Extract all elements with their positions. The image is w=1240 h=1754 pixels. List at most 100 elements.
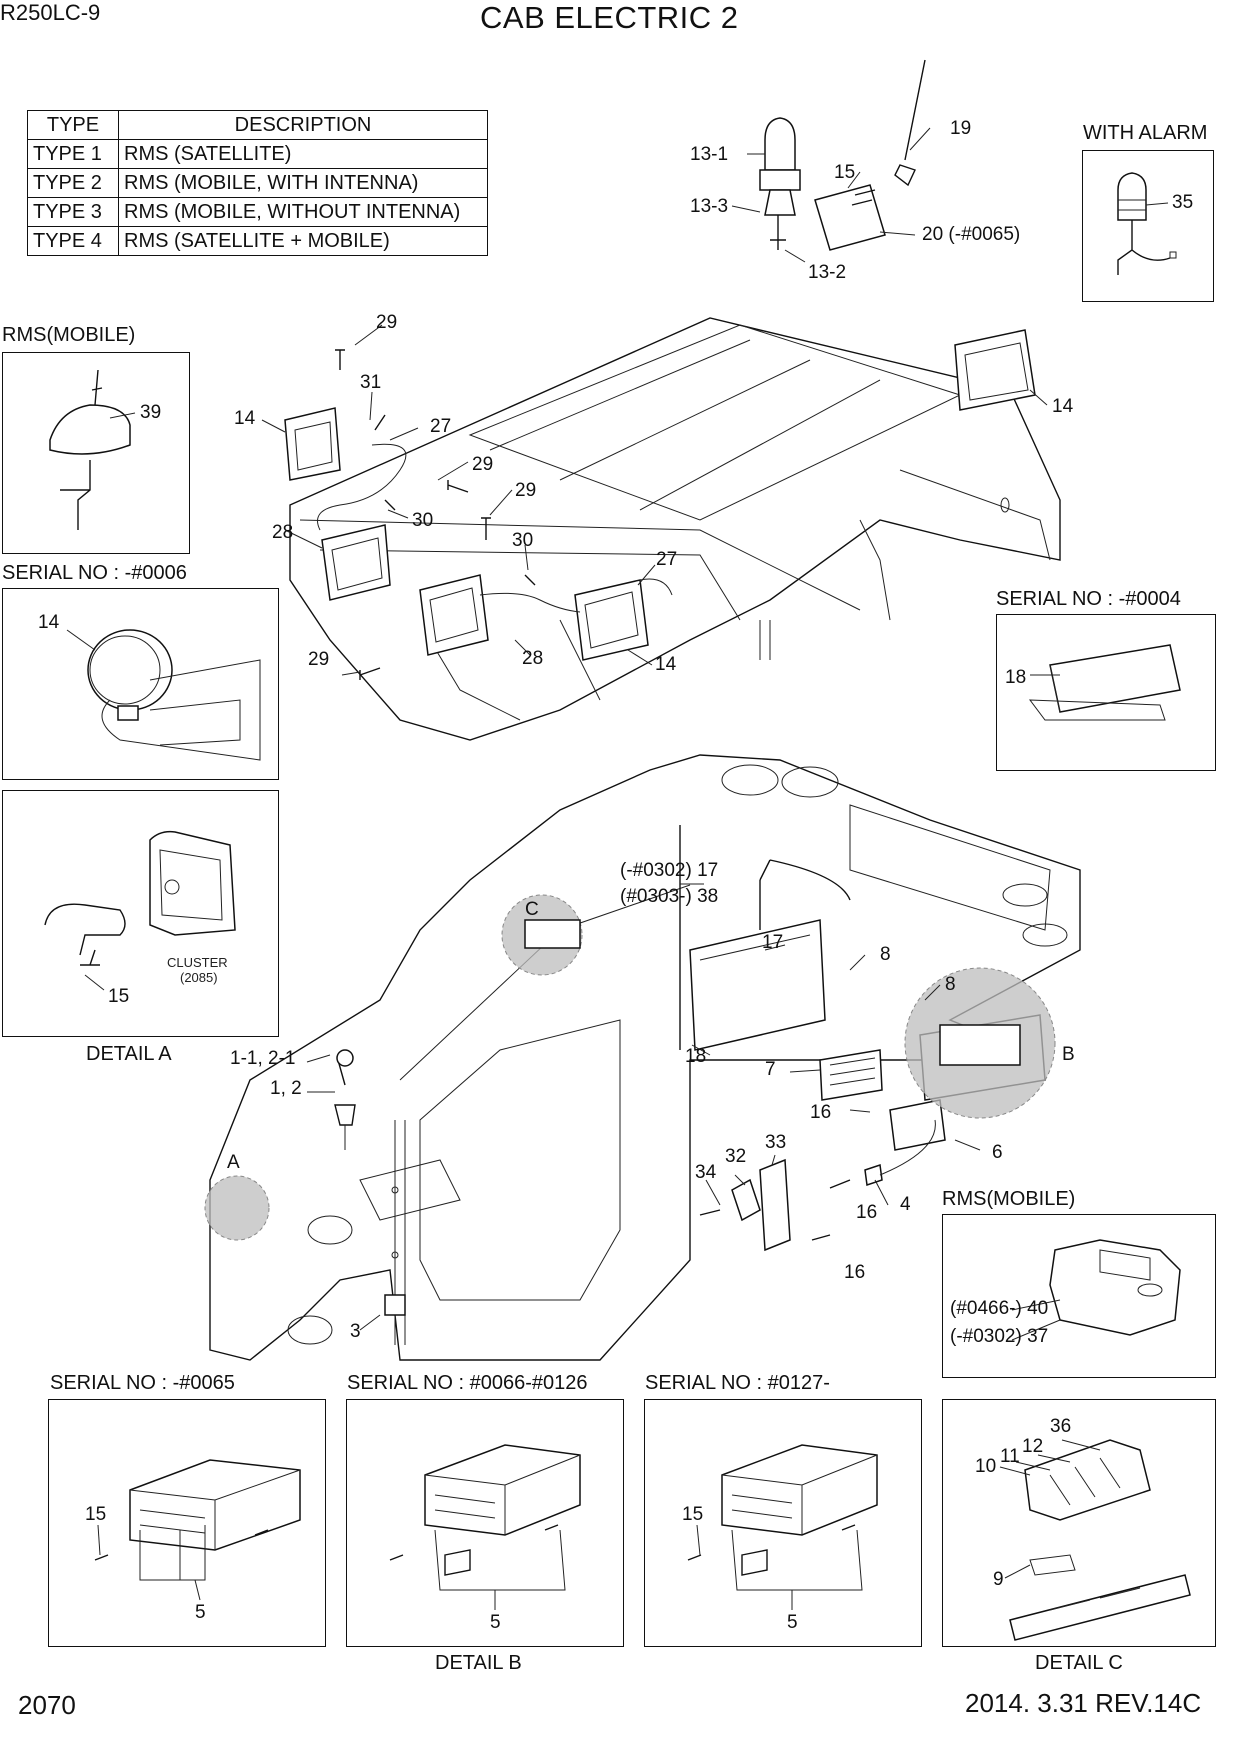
callout-35: 35 <box>1172 192 1193 213</box>
callout-20: 20 (-#0065) <box>922 224 1020 245</box>
type-column-header: TYPE <box>27 110 119 140</box>
serial-0065-caption: SERIAL NO : -#0065 <box>50 1372 235 1394</box>
with-alarm-inset <box>1082 150 1214 302</box>
radio-drawing-3 <box>687 1444 878 1576</box>
callout-30-left: 30 <box>412 510 433 531</box>
controller-drawing <box>1028 644 1181 721</box>
description-cell: RMS (MOBILE, WITHOUT INTENNA) <box>118 197 488 227</box>
callout-13-1: 13-1 <box>690 144 728 165</box>
work-lamps <box>284 329 1036 661</box>
type-cell: TYPE 1 <box>27 139 119 169</box>
cab-roof-drawing <box>289 317 1061 741</box>
description-cell: RMS (MOBILE, WITH INTENNA) <box>118 168 488 198</box>
callout-5-radio-1: 5 <box>195 1602 206 1623</box>
callout-1-2: 1, 2 <box>270 1078 302 1099</box>
rms-mobile-antenna-caption: RMS(MOBILE) <box>2 324 136 346</box>
callout-14-front: 14 <box>655 654 677 675</box>
callout-8-b: 8 <box>945 974 956 995</box>
callout-27-right: 27 <box>656 549 677 570</box>
detail-c-marker: C <box>525 899 539 920</box>
callout-leaders <box>66 127 1169 1610</box>
callout-33: 33 <box>765 1132 786 1153</box>
callout-34: 34 <box>695 1162 717 1183</box>
switch-detail-drawing <box>1009 1439 1191 1641</box>
callout-38-serial: (#0303-) 38 <box>620 886 718 907</box>
callout-4: 4 <box>900 1194 911 1215</box>
callout-16-b: 16 <box>856 1202 877 1223</box>
callout-3: 3 <box>350 1321 361 1342</box>
callout-9: 9 <box>993 1569 1004 1590</box>
serial-0004-caption: SERIAL NO : -#0004 <box>996 588 1181 610</box>
callout-28-left: 28 <box>272 522 293 543</box>
callout-6: 6 <box>992 1142 1003 1163</box>
serial-0006-caption: SERIAL NO : -#0006 <box>2 562 187 584</box>
beacon-assembly <box>759 59 926 251</box>
callout-19: 19 <box>950 118 971 139</box>
round-lamp-drawing <box>87 629 261 761</box>
callout-17: 17 <box>762 932 783 953</box>
mobile-antenna-drawing <box>49 369 131 530</box>
callout-8-a: 8 <box>880 944 891 965</box>
callout-11: 11 <box>1000 1446 1020 1467</box>
radio-unit <box>939 1024 1021 1066</box>
callout-32: 32 <box>725 1146 746 1167</box>
detail-c-caption: DETAIL C <box>1035 1652 1123 1674</box>
type-cell: TYPE 4 <box>27 226 119 256</box>
callout-27-left: 27 <box>430 416 451 437</box>
callout-16-c: 16 <box>844 1262 865 1283</box>
switch-panel <box>524 919 581 949</box>
callout-37: (-#0302) 37 <box>950 1326 1048 1347</box>
detail-a-marker: A <box>227 1152 240 1173</box>
callout-39: 39 <box>140 402 161 423</box>
callout-12: 12 <box>1022 1436 1043 1457</box>
callout-15-radio-3: 15 <box>682 1504 703 1525</box>
callout-29-mid: 29 <box>472 454 493 475</box>
detail-b-caption: DETAIL B <box>435 1652 522 1674</box>
model-name: R250LC-9 <box>0 0 101 25</box>
callout-16-a: 16 <box>810 1102 831 1123</box>
callout-5-radio-2: 5 <box>490 1612 501 1633</box>
callout-29-bottom: 29 <box>308 649 329 670</box>
callout-17-serial: (-#0302) 17 <box>620 860 718 881</box>
detail-a-highlight <box>204 1175 270 1241</box>
callout-14-right: 14 <box>1052 396 1074 417</box>
callout-10: 10 <box>975 1456 996 1477</box>
callout-14-round: 14 <box>38 612 60 633</box>
callout-31: 31 <box>360 372 381 393</box>
with-alarm-caption: WITH ALARM <box>1083 122 1208 144</box>
roof-bolts <box>335 349 536 680</box>
callout-40: (#0466-) 40 <box>950 1298 1048 1319</box>
callout-28-mid: 28 <box>522 648 543 669</box>
callout-15-radio-1: 15 <box>85 1504 106 1525</box>
callout-15-detail-a: 15 <box>108 986 129 1007</box>
callout-14-left: 14 <box>234 408 256 429</box>
callout-30-mid: 30 <box>512 530 533 551</box>
alarm-beacon-drawing <box>1117 172 1177 275</box>
description-cell: RMS (SATELLITE) <box>118 139 488 169</box>
cluster-drawing <box>44 830 236 966</box>
type-cell: TYPE 3 <box>27 197 119 227</box>
detail-a-caption: DETAIL A <box>86 1043 172 1065</box>
description-cell: RMS (SATELLITE + MOBILE) <box>118 226 488 256</box>
radio-drawing-2 <box>389 1444 581 1576</box>
page-number: 2070 <box>18 1690 76 1720</box>
serial-0127-caption: SERIAL NO : #0127- <box>645 1372 830 1394</box>
cluster-label: CLUSTER <box>167 955 228 970</box>
rms-mobile-unit-caption: RMS(MOBILE) <box>942 1188 1076 1210</box>
callout-29-right: 29 <box>515 480 536 501</box>
revision-date: 2014. 3.31 REV.14C <box>965 1688 1202 1718</box>
callout-29-top: 29 <box>376 312 397 333</box>
detail-b-marker: B <box>1062 1044 1075 1065</box>
callout-18-inset: 18 <box>1005 667 1026 688</box>
callout-15-beacon: 15 <box>834 162 855 183</box>
cluster-code: (2085) <box>180 970 218 985</box>
callout-18: 18 <box>685 1046 706 1067</box>
serial-0066-0126-caption: SERIAL NO : #0066-#0126 <box>347 1372 588 1394</box>
callout-36: 36 <box>1050 1416 1071 1437</box>
radio-drawing-1 <box>94 1459 301 1561</box>
callout-13-3: 13-3 <box>690 196 728 217</box>
